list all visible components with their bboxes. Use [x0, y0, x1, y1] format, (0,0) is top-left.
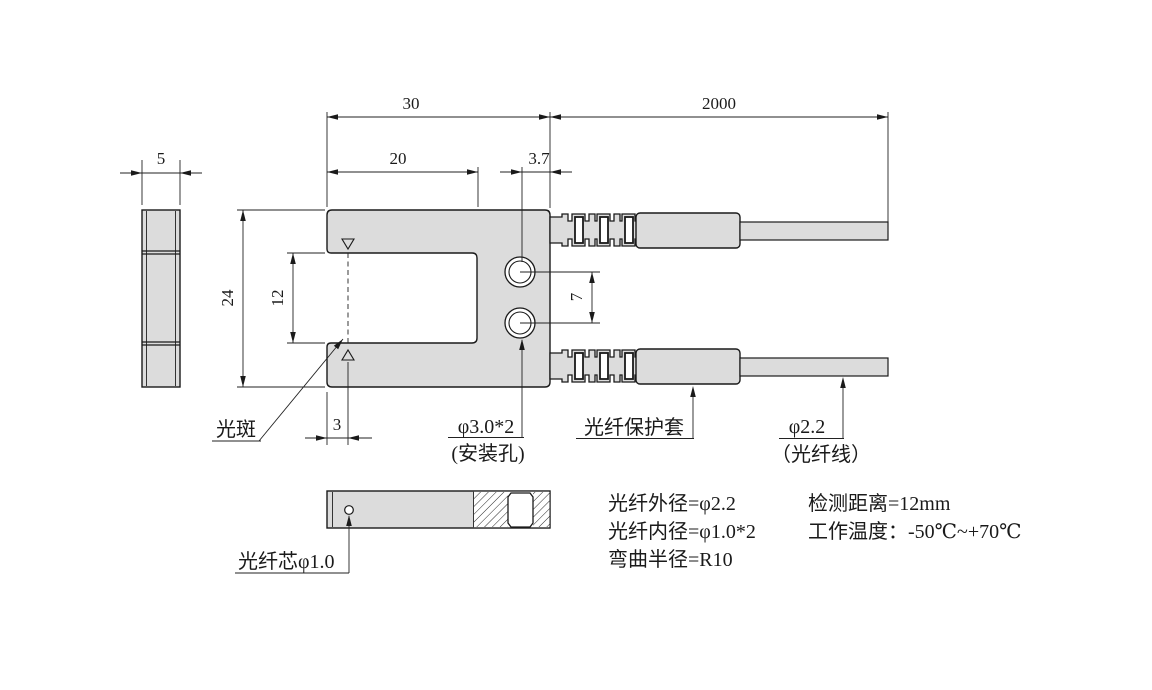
arrowhead — [511, 169, 522, 175]
mounting-hole-note: (安装孔) — [451, 442, 524, 465]
arrowhead — [519, 339, 525, 350]
callout-fiber-cable: φ2.2 （光纤线） — [771, 377, 871, 466]
note-bend-radius: 弯曲半径=R10 — [608, 548, 733, 571]
arrowhead — [180, 170, 191, 176]
note-fiber-outer-dia: 光纤外径=φ2.2 — [608, 492, 736, 515]
dim-hole-pitch-7: 7 — [520, 271, 600, 324]
arrowhead — [589, 312, 595, 323]
protective-sleeve — [635, 348, 741, 385]
arrowhead — [539, 114, 550, 120]
section-hole — [507, 492, 534, 528]
fiber-cable-label: φ2.2 — [789, 416, 826, 438]
arrowhead — [327, 114, 338, 120]
callout-fiber-core: 光纤芯φ1.0 — [235, 515, 352, 574]
hatch-area — [533, 492, 550, 527]
dim-text-hole-pitch: 7 — [567, 292, 586, 301]
dim-text-body-height: 24 — [218, 289, 237, 307]
arrowhead — [550, 169, 561, 175]
rib-slot — [599, 216, 609, 244]
hatch-area — [474, 492, 508, 527]
fiber-core-label: 光纤芯φ1.0 — [238, 550, 335, 573]
arrowhead — [290, 332, 296, 343]
arrowhead — [290, 253, 296, 264]
light-spot-label: 光斑 — [216, 418, 256, 441]
fiber-cable-note: （光纤线） — [771, 443, 871, 466]
note-fiber-inner-dia: 光纤内径=φ1.0*2 — [608, 520, 756, 543]
rib-slot — [574, 352, 584, 380]
fiber-line — [739, 221, 889, 241]
dim-text-fiber-length: 2000 — [702, 94, 736, 113]
rib-slot — [574, 216, 584, 244]
fiber-core-circle — [344, 505, 354, 515]
spec-notes: 光纤外径=φ2.2 光纤内径=φ1.0*2 弯曲半径=R10 检测距离=12mm… — [608, 492, 1022, 571]
bottom-cable — [549, 348, 889, 385]
arrowhead — [589, 272, 595, 283]
note-work-temperature: 工作温度：-50℃~+70℃ — [808, 520, 1022, 543]
fiber-line — [739, 357, 889, 377]
dim-text-body-width: 30 — [403, 94, 420, 113]
callout-fiber-sheath: 光纤保护套 — [576, 386, 696, 439]
rib-slot — [599, 352, 609, 380]
arrowhead — [840, 377, 846, 388]
arrowhead — [240, 210, 246, 221]
dim-hole-offset-3.7: 3.7 — [500, 149, 572, 262]
leader-line — [258, 338, 344, 442]
arrowhead — [316, 435, 327, 441]
side-view — [141, 209, 181, 388]
dim-text-slot-height: 12 — [268, 290, 287, 307]
arrowhead — [327, 169, 338, 175]
dim-fiber-length-2000: 2000 — [550, 94, 889, 231]
dim-slot-height-12: 12 — [268, 252, 325, 344]
rib-slot — [624, 216, 634, 244]
receiver-triangle-marker — [341, 348, 355, 361]
arrowhead — [690, 386, 696, 397]
sensor-body — [326, 209, 551, 388]
arrowhead — [131, 170, 142, 176]
dim-body-width-30: 30 — [326, 94, 551, 208]
section-view — [326, 490, 551, 529]
dim-text-slot-depth: 20 — [390, 149, 407, 168]
note-detect-distance: 检测距离=12mm — [808, 492, 951, 515]
dim-thickness-5: 5 — [120, 149, 202, 205]
arrowhead — [348, 435, 359, 441]
arrowhead — [467, 169, 478, 175]
dim-text-axis-offset: 3 — [333, 415, 342, 434]
fiber-sheath-label: 光纤保护套 — [584, 416, 684, 439]
dim-slot-depth-20: 20 — [327, 149, 479, 207]
emitter-triangle-marker — [341, 238, 355, 251]
rib-slot — [624, 352, 634, 380]
arrowhead — [240, 376, 246, 387]
callout-light-spot: 光斑 — [212, 338, 344, 442]
dim-text-hole-offset: 3.7 — [528, 149, 550, 168]
arrowhead — [550, 114, 561, 120]
side-view-body — [141, 209, 181, 388]
dim-text-thickness: 5 — [157, 149, 166, 168]
dim-body-height-24: 24 — [218, 209, 325, 388]
callout-mounting-hole: φ3.0*2 (安装孔) — [448, 339, 525, 465]
arrowhead — [333, 339, 343, 350]
mounting-hole-label: φ3.0*2 — [458, 416, 515, 438]
protective-sleeve — [635, 212, 741, 249]
arrowhead — [877, 114, 888, 120]
front-view — [326, 209, 551, 445]
dim-axis-offset-3: 3 — [305, 392, 372, 445]
top-cable — [549, 212, 889, 249]
